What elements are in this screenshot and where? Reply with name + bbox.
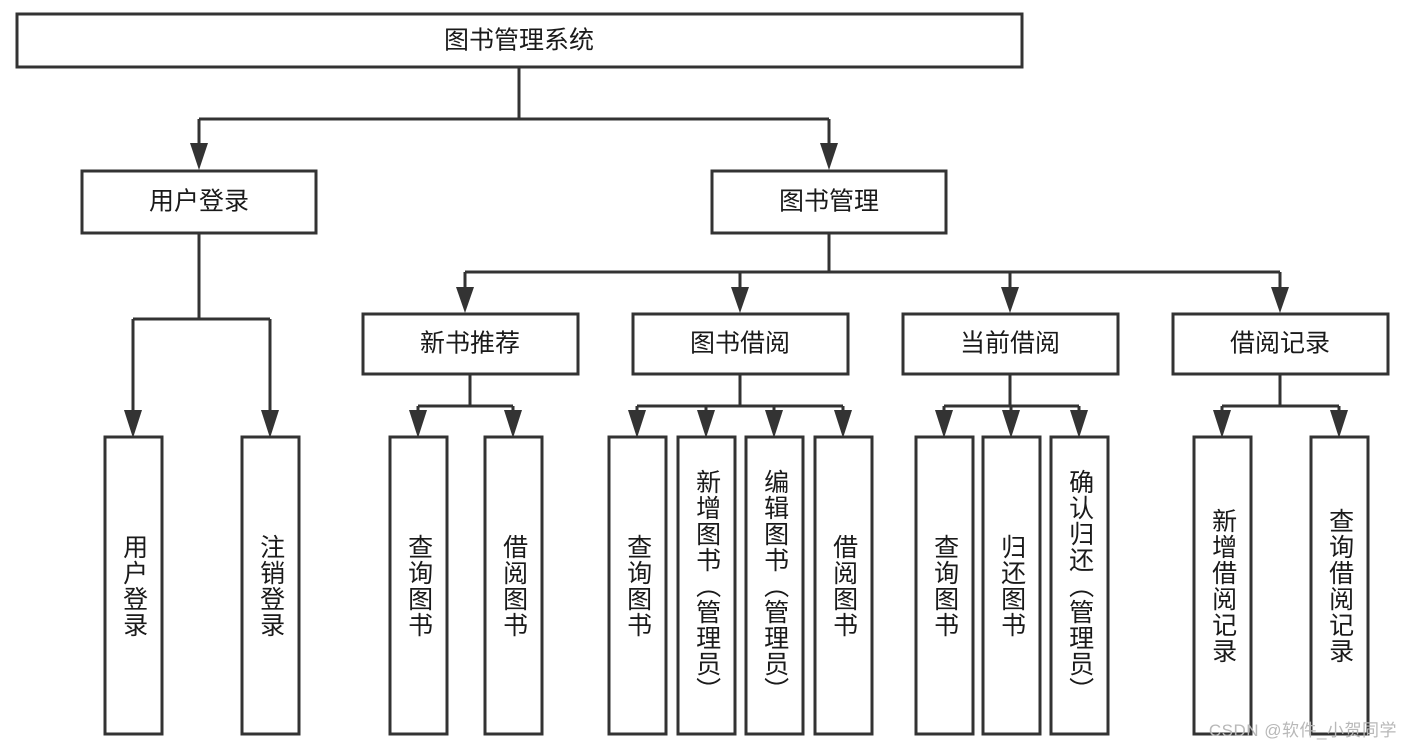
node-leaf-br-2-box[interactable] <box>1309 435 1370 736</box>
arrow-head-leaf-cb-3 <box>1070 410 1088 438</box>
node-leaf-nbr-2-box[interactable] <box>483 435 544 736</box>
arrow-head-leaf-bb-4 <box>834 410 852 438</box>
node-new-book-recommend-box[interactable] <box>361 312 580 376</box>
connector-group-new-book-recommend <box>409 374 522 438</box>
node-leaf-nbr-1-box[interactable] <box>388 435 449 736</box>
node-book-mgmt-box[interactable] <box>710 169 948 235</box>
arrow-head-current-borrow <box>1001 287 1019 313</box>
node-leaf-cb-2-box[interactable] <box>981 435 1042 736</box>
node-root-label: 图书管理系统 <box>444 27 594 55</box>
arrow-head-borrow-record <box>1271 287 1289 313</box>
arrow-head-leaf-nbr-2 <box>504 410 522 438</box>
arrow-head-book-borrow <box>731 287 749 313</box>
node-leaf-bb-4-box[interactable] <box>813 435 874 736</box>
arrow-head-leaf-br-2 <box>1330 410 1348 438</box>
connector-group-book-mgmt <box>456 233 1289 313</box>
node-book-borrow-box[interactable] <box>631 312 850 376</box>
node-leaf-bb-1-box[interactable] <box>607 435 668 736</box>
arrow-head-leaf-br-1 <box>1213 410 1231 438</box>
csdn-watermark: CSDN @软件_小贺同学 <box>1208 721 1397 740</box>
connector-group-current-borrow <box>935 374 1088 438</box>
arrow-head-new-book-recommend <box>456 287 474 313</box>
arrow-head-leaf-cb-1 <box>935 410 953 438</box>
connector-group-user-login <box>124 233 279 438</box>
arrow-head-leaf-bb-1 <box>628 410 646 438</box>
arrow-head-user-login <box>190 143 208 170</box>
arrow-head-leaf-cb-2 <box>1002 410 1020 438</box>
node-leaf-bb-3-box[interactable] <box>744 435 805 736</box>
node-root-box[interactable] <box>15 12 1024 69</box>
connector-group-root <box>190 67 838 170</box>
node-user-login-box[interactable] <box>80 169 318 235</box>
arrow-head-book-mgmt <box>820 143 838 170</box>
node-leaf-cb-1-box[interactable] <box>914 435 975 736</box>
arrow-head-leaf-bb-3 <box>765 410 783 438</box>
arrow-head-leaf-user-login-2 <box>261 410 279 438</box>
node-book-mgmt-label: 图书管理 <box>779 188 879 216</box>
node-leaf-user-login-2-box[interactable] <box>240 435 301 736</box>
arrow-head-leaf-nbr-1 <box>409 410 427 438</box>
node-user-login-label: 用户登录 <box>149 188 249 216</box>
node-leaf-br-1-box[interactable] <box>1192 435 1253 736</box>
arrow-head-leaf-user-login-1 <box>124 410 142 438</box>
connector-group-borrow-record <box>1213 374 1348 438</box>
arrow-head-leaf-bb-2 <box>697 410 715 438</box>
node-current-borrow-label: 当前借阅 <box>960 330 1060 358</box>
node-leaf-bb-2-box[interactable] <box>676 435 737 736</box>
connector-group-book-borrow <box>628 374 852 438</box>
node-borrow-record-label: 借阅记录 <box>1230 330 1330 358</box>
node-leaf-cb-3-box[interactable] <box>1049 435 1110 736</box>
node-current-borrow-box[interactable] <box>901 312 1120 376</box>
node-book-borrow-label: 图书借阅 <box>690 330 790 358</box>
node-leaf-user-login-1-box[interactable] <box>103 435 164 736</box>
node-new-book-recommend-label: 新书推荐 <box>420 330 520 358</box>
node-borrow-record-box[interactable] <box>1171 312 1390 376</box>
